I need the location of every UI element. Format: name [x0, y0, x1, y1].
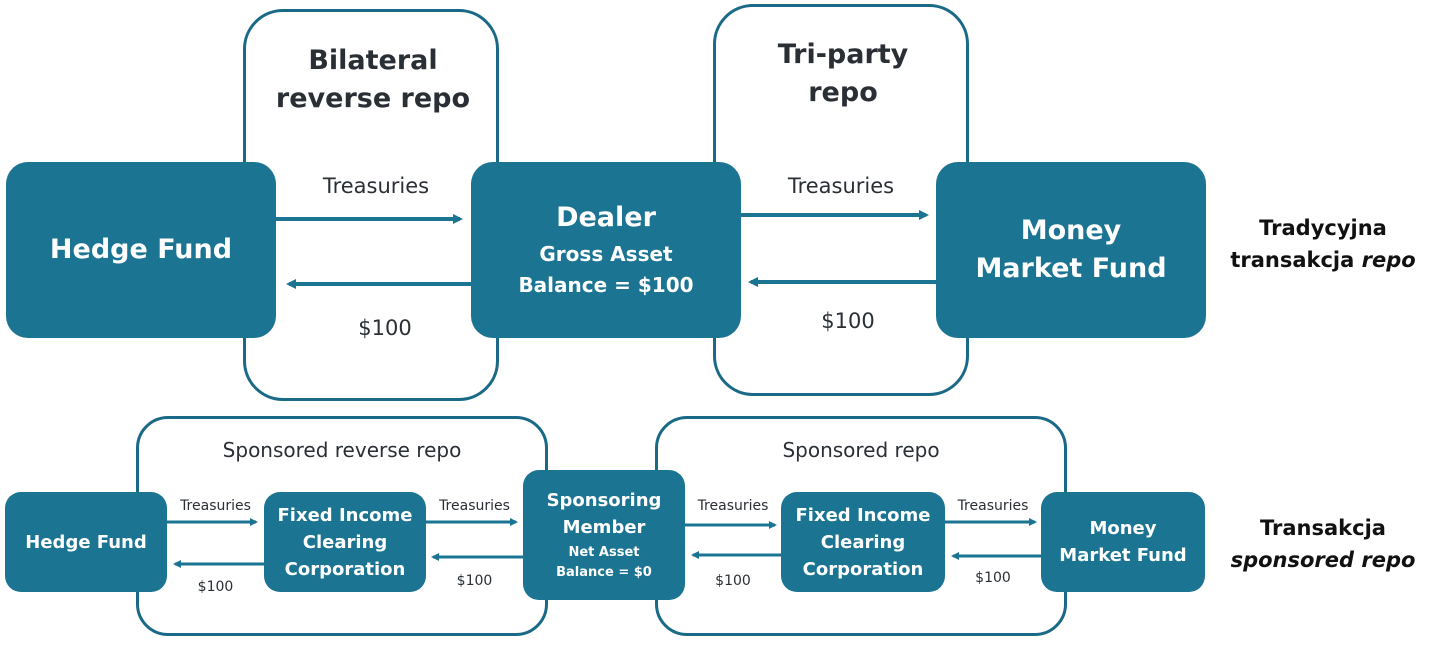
flow2-label-treasuries: Treasuries	[439, 498, 510, 514]
hedge-fund-node: Hedge Fund	[6, 162, 276, 338]
flow3-label-cash: $100	[715, 573, 751, 589]
sponsored-repo-label: Transakcja sponsored repo	[1230, 516, 1416, 572]
flow-label-cash-left: $100	[358, 316, 412, 340]
ficc-node-left: Fixed Income Clearing Corporation	[264, 492, 426, 592]
dealer-node: Dealer Gross Asset Balance = $100	[471, 162, 741, 338]
traditional-repo-label: Tradycyjna transakcja repo	[1230, 216, 1416, 272]
sponsored-reverse-repo-title: Sponsored reverse repo	[222, 438, 462, 462]
flow-label-treasuries-left: Treasuries	[322, 174, 430, 198]
bilateral-title: Bilateral reverse repo	[275, 45, 471, 114]
ficc-node-right: Fixed Income Clearing Corporation	[781, 492, 945, 592]
flow4-label-cash: $100	[975, 570, 1011, 586]
flow2-label-cash: $100	[456, 573, 493, 589]
money-market-fund-node: Money Market Fund	[936, 162, 1206, 338]
money-market-fund-node-sponsored: Money Market Fund	[1041, 492, 1205, 592]
flow-label-treasuries-right: Treasuries	[787, 174, 895, 198]
triparty-title: Tri-party repo	[777, 39, 909, 108]
sponsoring-member-node: Sponsoring Member Net Asset Balance = $0	[523, 470, 685, 600]
flow1-label-cash: $100	[197, 579, 234, 595]
sponsored-repo-title: Sponsored repo	[782, 438, 940, 462]
flow4-label-treasuries: Treasuries	[957, 498, 1029, 514]
flow-label-cash-right: $100	[821, 309, 875, 333]
flow1-label-treasuries: Treasuries	[180, 498, 251, 514]
flow3-label-treasuries: Treasuries	[697, 498, 769, 514]
hedge-fund-node-sponsored: Hedge Fund	[5, 492, 167, 592]
